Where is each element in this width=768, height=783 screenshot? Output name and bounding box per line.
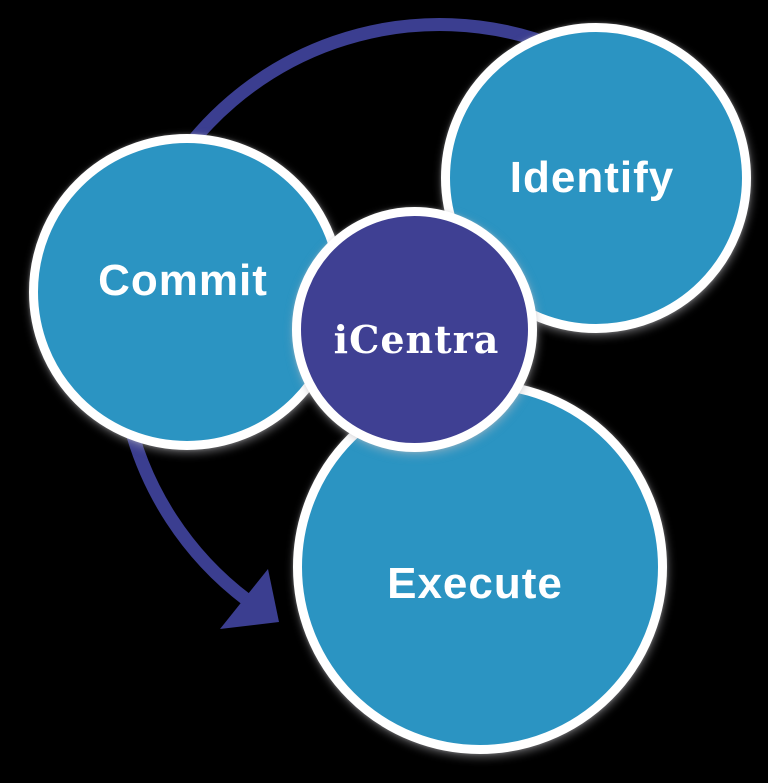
center-node-label-icentra: iCentra [333,317,500,362]
cycle-arrow-head-icon [220,569,279,629]
node-label-execute: Execute [387,559,563,608]
node-circle-execute: Execute [293,380,667,754]
node-label-identify: Identify [509,153,675,202]
node-label-commit: Commit [98,256,268,305]
center-node-circle-icentra: iCentra [292,207,537,452]
